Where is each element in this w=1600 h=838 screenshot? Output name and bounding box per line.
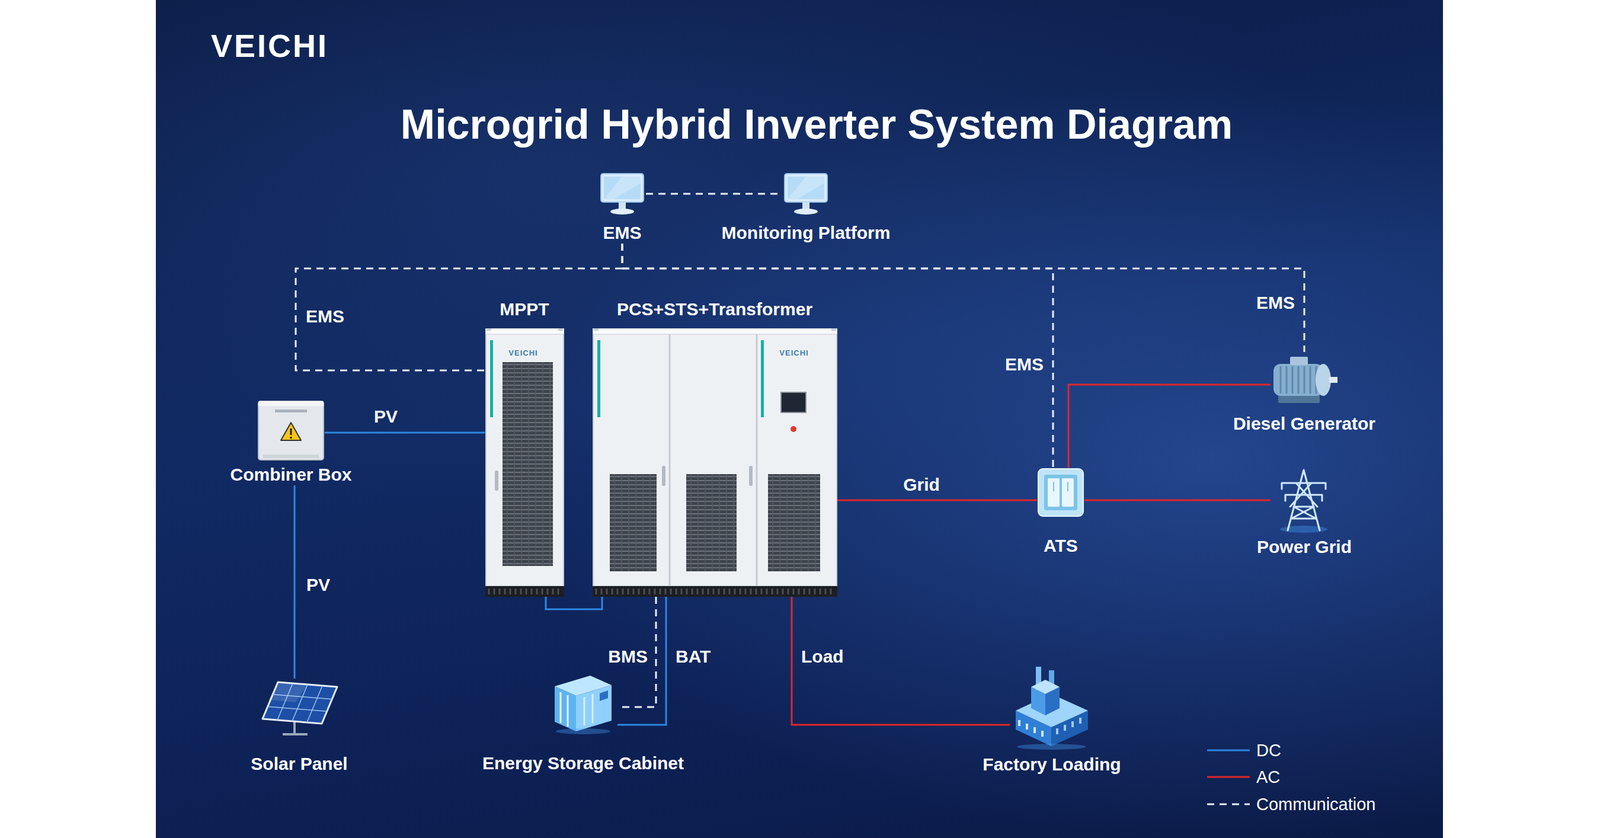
- dc-line: [545, 596, 603, 610]
- solar-panel-icon: [260, 678, 339, 737]
- communication-line: [645, 193, 783, 195]
- node-label: MPPT: [499, 298, 549, 320]
- legend-item: AC: [1207, 766, 1280, 788]
- connector-label: BAT: [674, 645, 712, 668]
- node-label: Power Grid: [1256, 536, 1352, 558]
- equipment-node: Monitoring Platform: [721, 171, 891, 244]
- node-label: PCS+STS+Transformer: [616, 298, 813, 320]
- communication-line: [295, 243, 623, 371]
- node-label: ATS: [1043, 535, 1078, 557]
- switch-icon: [1037, 467, 1085, 518]
- connector-label: BMS: [606, 645, 649, 668]
- dc-line: [324, 432, 486, 434]
- cabinet-illustration: [592, 328, 838, 597]
- cabinet-illustration: [485, 328, 565, 597]
- legend-text: DC: [1256, 740, 1282, 761]
- legend-item: DC: [1207, 740, 1282, 761]
- node-label: Diesel Generator: [1233, 413, 1376, 435]
- equipment-node: Combiner Box: [229, 400, 352, 486]
- connector-label: EMS: [304, 305, 346, 328]
- ac-line: [1084, 499, 1270, 502]
- cabinet-brand: VEICHI: [508, 348, 538, 358]
- legend-line-sample: [1207, 801, 1250, 808]
- legend-text: AC: [1256, 766, 1280, 788]
- monitor-icon: [598, 171, 646, 217]
- node-label: Energy Storage Cabinet: [482, 752, 684, 774]
- ac-line: [837, 499, 1038, 502]
- equipment-node: Solar Panel: [250, 678, 348, 775]
- equipment-node: ATS: [1037, 467, 1085, 557]
- equipment-node: Diesel Generator: [1233, 352, 1376, 435]
- connector-label: EMS: [1003, 353, 1045, 376]
- connector-label: PV: [305, 574, 332, 596]
- equipment-node: PCS+STS+Transformer: [592, 298, 838, 597]
- equipment-node: Power Grid: [1256, 467, 1352, 558]
- connector-label: Load: [800, 645, 846, 668]
- legend-item: Communication: [1207, 794, 1376, 815]
- connector-label: EMS: [1255, 292, 1296, 314]
- node-label: Monitoring Platform: [721, 222, 891, 244]
- node-label: Combiner Box: [229, 464, 352, 486]
- node-label: EMS: [602, 222, 642, 244]
- legend-line-sample: [1207, 747, 1250, 754]
- connector-label: Grid: [901, 474, 942, 496]
- node-label: Solar Panel: [250, 753, 348, 775]
- legend-line-sample: [1207, 773, 1250, 780]
- equipment-node: Energy Storage Cabinet: [482, 668, 684, 774]
- battery-cabinet-icon: [548, 668, 618, 735]
- generator-icon: [1269, 352, 1339, 409]
- brand-logo: VEICHI: [210, 26, 329, 66]
- dc-line: [293, 485, 296, 679]
- transmission-tower-icon: [1269, 467, 1339, 533]
- combiner-box-icon: [257, 400, 325, 462]
- equipment-node: EMS: [598, 171, 646, 244]
- ac-line: [791, 596, 1010, 725]
- cabinet-brand: VEICHI: [779, 348, 809, 358]
- diagram-title: Microgrid Hybrid Inverter System Diagram: [400, 99, 1233, 150]
- node-label: Factory Loading: [982, 753, 1121, 776]
- factory-icon: [1009, 663, 1094, 751]
- monitor-icon: [782, 171, 830, 217]
- connector-label: PV: [372, 405, 399, 428]
- equipment-node: Factory Loading: [982, 663, 1121, 776]
- legend-text: Communication: [1256, 794, 1376, 815]
- equipment-node: MPPT: [485, 298, 565, 597]
